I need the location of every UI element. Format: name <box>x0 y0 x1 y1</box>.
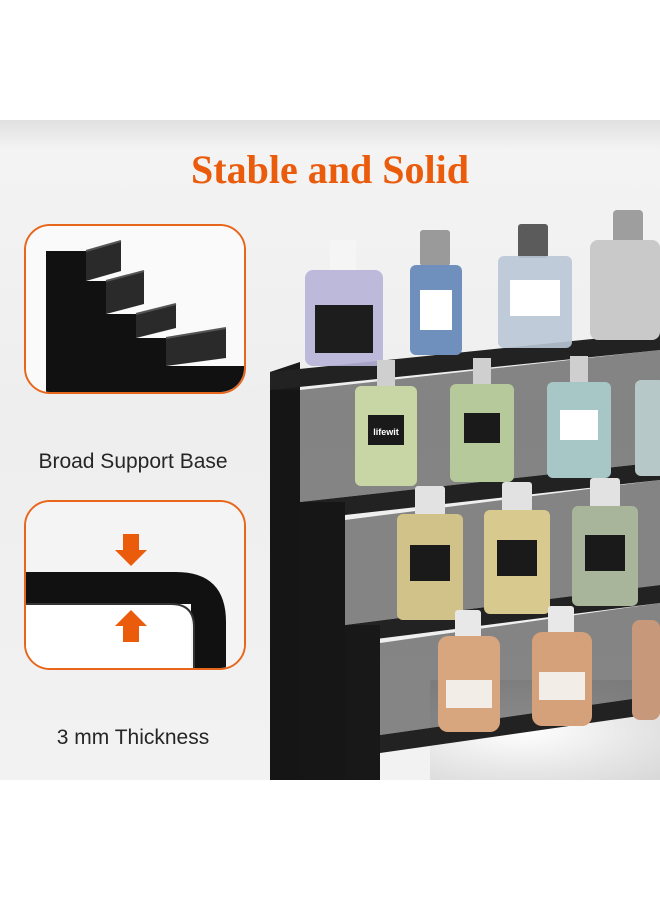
callout-broad-base <box>24 224 246 394</box>
acrylic-stair-shelf: lifewit <box>270 210 660 780</box>
callout-caption-broad-base: Broad Support Base <box>38 450 228 473</box>
bottle-brand-label: lifewit <box>373 427 399 437</box>
bottle-row-second: lifewit <box>355 356 660 486</box>
bottle-row-top <box>305 210 660 366</box>
callout-caption-thickness: 3 mm Thickness <box>56 726 210 749</box>
stair-riser-icon <box>26 226 244 392</box>
headline: Stable and Solid <box>191 147 469 192</box>
product-photo: Stable and Solid Broad Support Base 3 mm… <box>0 120 660 780</box>
arrow-up-icon <box>115 610 147 642</box>
leaf-shadow <box>0 120 660 150</box>
bottle-row-bottom <box>438 606 660 732</box>
corner-thickness-icon <box>26 502 244 668</box>
arrow-down-icon <box>115 534 147 566</box>
callout-thickness <box>24 500 246 670</box>
bottle-row-third <box>397 478 638 620</box>
